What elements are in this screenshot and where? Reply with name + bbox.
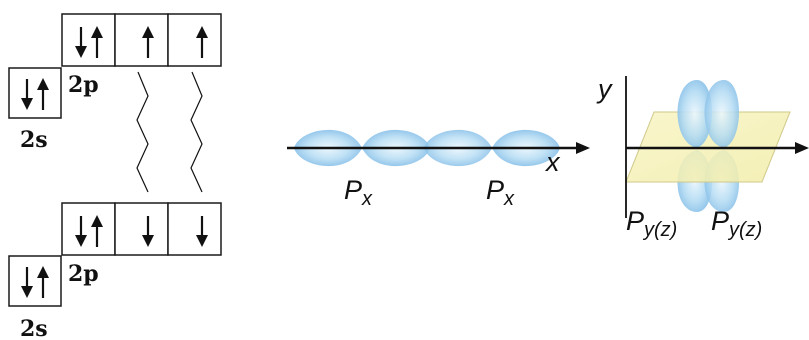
spin-up-arrow <box>37 78 49 110</box>
spin-down-arrow <box>75 27 87 58</box>
y-axis-label: y <box>596 74 613 104</box>
px-left-label: Px <box>344 175 373 210</box>
spin-down-arrow <box>21 267 33 298</box>
upper-orbital-set: 2s 2p <box>8 13 222 153</box>
lower-2p-boxes <box>61 202 222 256</box>
lower-2s-label: 2s <box>20 316 48 340</box>
spin-up-arrow <box>142 26 154 58</box>
upper-2p-boxes <box>61 13 222 67</box>
lower-orbital-set: 2p 2s <box>8 202 222 340</box>
spin-down-arrow <box>21 79 33 110</box>
lower-2s-box <box>8 255 62 307</box>
upper-2s-box <box>8 67 62 119</box>
spin-down-arrow <box>142 216 154 247</box>
px-right-label: Px <box>486 175 515 210</box>
px-sigma-overlap: x Px Px <box>287 129 590 210</box>
py-upper-lobes <box>677 80 740 148</box>
spin-up-arrow <box>91 215 103 247</box>
spin-down-arrow <box>75 216 87 247</box>
upper-2s-label: 2s <box>20 127 48 153</box>
py-left-label: Py(z) <box>626 206 677 241</box>
spin-up-arrow <box>91 26 103 58</box>
upper-2p-label: 2p <box>68 72 99 98</box>
hybridization-zigzags <box>136 71 203 193</box>
py-right-label: Py(z) <box>711 206 762 241</box>
py-pi-overlap: y Py(z) Py(z) <box>596 74 809 241</box>
spin-down-arrow <box>196 216 208 247</box>
lower-2p-label: 2p <box>68 261 99 287</box>
spin-up-arrow <box>37 266 49 298</box>
x-axis-label: x <box>544 147 561 177</box>
spin-up-arrow <box>196 26 208 58</box>
horizontal-axis-arrow <box>626 142 809 154</box>
x-axis-arrow <box>287 142 590 154</box>
